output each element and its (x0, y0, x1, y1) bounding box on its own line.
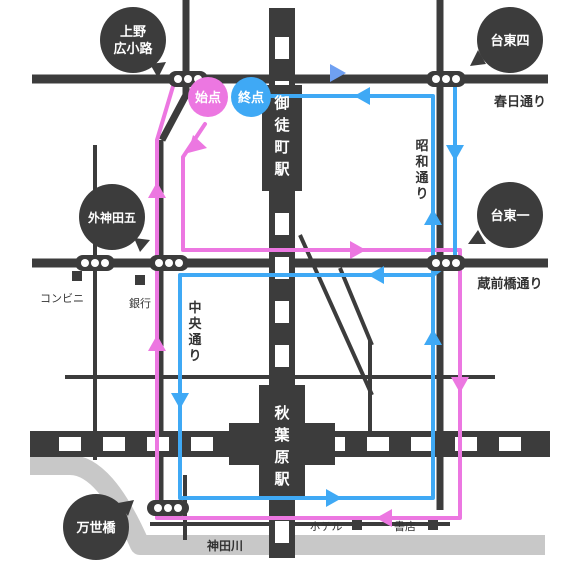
showa-char-1: 昭 (415, 139, 428, 154)
chuo-char-2: 央 (188, 316, 202, 332)
showa-char-3: 通 (415, 170, 428, 186)
badge-taito4: 台東四 (470, 7, 543, 73)
akihabara-char-2: 葉 (273, 426, 290, 444)
akihabara-char-3: 原 (274, 448, 289, 466)
showa-street-label: 昭 和 通 り (415, 139, 428, 202)
arrow-pink-up-2 (148, 335, 166, 351)
okachimachi-station-name: 御 徒 町 駅 (273, 94, 290, 178)
arrow-pink-up-1 (148, 182, 166, 198)
okachimachi-char-2: 徒 (273, 116, 290, 134)
akihabara-station-name: 秋 葉 原 駅 (273, 404, 290, 488)
arrow-blue-down-2 (171, 393, 189, 409)
road-chuo-north (158, 0, 190, 142)
ueno-hirokoji-line1: 上野 (120, 25, 146, 40)
mansei-label: 万世橋 (75, 520, 116, 536)
arrow-blue-left-2 (368, 266, 384, 284)
kanda-river (30, 455, 545, 555)
bookstore-marker (428, 520, 438, 530)
okachimachi-char-1: 御 (273, 94, 289, 112)
road-slant-2 (338, 267, 374, 346)
akihabara-char-1: 秋 (274, 404, 290, 422)
road-slant-1 (298, 234, 374, 396)
chuo-char-1: 中 (188, 300, 201, 316)
badge-sotokanda5: 外神田五 (79, 184, 150, 252)
end-marker: 終点 (231, 77, 271, 117)
okachimachi-char-4: 駅 (273, 160, 290, 178)
arrow-blue-right (326, 489, 342, 507)
start-label: 始点 (195, 90, 221, 106)
arrow-pink-left (376, 509, 392, 527)
badge-taito1: 台東一 (468, 182, 543, 248)
signal-taito4 (426, 71, 466, 87)
akihabara-station (229, 385, 335, 497)
taito4-label: 台東四 (490, 33, 529, 49)
chuo-char-3: 通 (188, 332, 201, 348)
arrow-top-right (330, 64, 346, 82)
konbini-label: コンビニ (40, 292, 84, 305)
signal-sotokanda5 (149, 255, 189, 271)
okachimachi-char-3: 町 (274, 138, 289, 156)
konbini-marker (72, 271, 82, 281)
kuramaebashi-street-label: 蔵前橋通り (477, 276, 542, 292)
chuo-char-4: り (188, 349, 201, 364)
kasuga-street-label: 春日通り (493, 94, 546, 110)
chuo-street-label: 中 央 通 り (188, 300, 202, 364)
arrow-blue-up-2 (424, 329, 442, 345)
arrow-pink-start (188, 135, 207, 153)
kanda-river-label: 神田川 (207, 538, 243, 553)
badge-mansei: 万世橋 (63, 494, 134, 560)
bookstore-label: 書店 (394, 519, 416, 533)
akihabara-char-4: 駅 (273, 470, 290, 488)
taito1-label: 台東一 (490, 208, 529, 224)
hotel-marker (352, 520, 362, 530)
hotel-label: ホテル (310, 520, 343, 533)
signal-mansei (147, 500, 189, 516)
bank-marker (135, 275, 145, 285)
end-label: 終点 (238, 90, 264, 106)
sotokanda5-label: 外神田五 (88, 210, 136, 225)
showa-char-4: り (415, 187, 428, 202)
arrow-pink-right (350, 241, 366, 259)
showa-char-2: 和 (415, 154, 428, 170)
arrow-pink-down (451, 377, 469, 393)
signal-konbini (75, 255, 115, 271)
badge-ueno-hirokoji: 上野 広小路 (100, 7, 166, 78)
route-arrows (148, 64, 469, 527)
ueno-hirokoji-line2: 広小路 (113, 41, 153, 57)
bank-label: 銀行 (129, 296, 151, 310)
arrow-blue-down-1 (446, 145, 464, 161)
arrow-blue-left-1 (354, 87, 370, 105)
signal-taito1 (426, 255, 466, 271)
start-marker: 始点 (188, 77, 228, 117)
arrow-blue-up-1 (424, 209, 442, 225)
